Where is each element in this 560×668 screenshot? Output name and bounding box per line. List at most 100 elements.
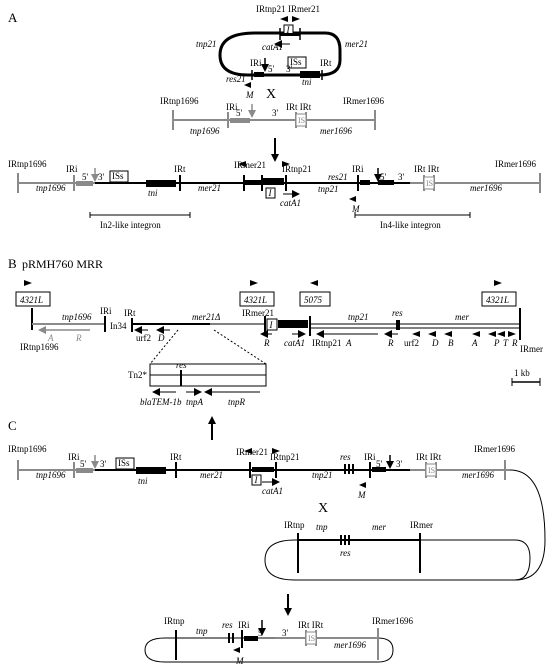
r-label-b4: R bbox=[511, 338, 518, 348]
box-4321l-3: 4321L bbox=[486, 295, 509, 305]
section-c-letter: C bbox=[8, 418, 17, 433]
in4-like-label: In4-like integron bbox=[380, 220, 441, 230]
iri-label-c: IRi bbox=[68, 452, 80, 462]
m-label-a: M bbox=[245, 90, 254, 100]
irtnp21-label-c: IRtnp21 bbox=[270, 452, 300, 462]
tni-label-a: tni bbox=[302, 77, 312, 87]
p-label-b: P bbox=[493, 338, 500, 348]
r-label-b3: R bbox=[387, 338, 394, 348]
irt-label-a3: IRt bbox=[174, 164, 186, 174]
cata1-label-a3: catA1 bbox=[280, 198, 301, 208]
section-c-tn21-circle: IRtnp IRmer tnp mer res bbox=[264, 520, 531, 581]
m-label-c2: M bbox=[235, 656, 244, 666]
mer21delta-label: mer21Δ bbox=[192, 312, 220, 322]
section-b-letter: B bbox=[8, 256, 17, 271]
tnp-label-c: tnp bbox=[316, 522, 328, 532]
irt-label-b: IRt bbox=[124, 308, 136, 318]
irtnp21-label-a: IRtnp21 bbox=[256, 4, 286, 14]
iri-label-a3: IRi bbox=[66, 164, 78, 174]
res21-label-a3: res21 bbox=[328, 172, 348, 182]
iri-label-c3: IRi bbox=[238, 620, 250, 630]
mer-label-b: mer bbox=[455, 312, 469, 322]
iss-label-a: ISs bbox=[290, 57, 302, 67]
section-a-product-linear: ISs I catA1 IS IRtnp1696 IRi 5' 3' IRt I… bbox=[8, 159, 541, 230]
three-prime-a2: 3' bbox=[272, 108, 279, 118]
cata1-label-b: catA1 bbox=[284, 338, 305, 348]
integrase-box-c: I bbox=[254, 475, 259, 485]
irmer1696-label-a3: IRmer1696 bbox=[495, 159, 536, 169]
res-label-c2: res bbox=[340, 548, 351, 558]
section-b-map: 4321L IRi In34 IRtnp1696 tnp1696 A R IRt… bbox=[15, 280, 543, 407]
is-label-a3: IS bbox=[426, 179, 433, 188]
five-prime-a2: 5' bbox=[236, 108, 243, 118]
a-label-b: A bbox=[47, 333, 54, 343]
tnp1696-label-a: tnp1696 bbox=[190, 126, 220, 136]
section-a-circular-element: I catA1 IRtnp21 IRmer21 tnp21 mer21 ISs … bbox=[196, 4, 368, 100]
res-label-c: res bbox=[340, 452, 351, 462]
irmer-label-b: IRmer bbox=[520, 344, 543, 354]
five-prime-a4: 5' bbox=[380, 172, 387, 182]
irt-irt-label-a3: IRt IRt bbox=[414, 164, 440, 174]
irmer21-label-a: IRmer21 bbox=[288, 4, 320, 14]
tnp1696-label-a3: tnp1696 bbox=[36, 183, 66, 193]
tnp21-label-b: tnp21 bbox=[348, 312, 369, 322]
irmer1696-label-a: IRmer1696 bbox=[343, 96, 384, 106]
irtnp-label-c: IRtnp bbox=[284, 520, 305, 530]
irtnp1696-label-a: IRtnp1696 bbox=[160, 96, 199, 106]
irt-label-a: IRt bbox=[320, 58, 332, 68]
in2-like-label: In2-like integron bbox=[100, 220, 161, 230]
integrase-box-a3: I bbox=[268, 188, 273, 198]
three-prime-c2: 3' bbox=[396, 459, 403, 469]
res-label-c3: res bbox=[222, 620, 233, 630]
iri-label-a: IRi bbox=[250, 58, 262, 68]
integrase-box-b: I bbox=[269, 320, 274, 330]
irt-irt-label-a: IRt IRt bbox=[286, 102, 312, 112]
five-prime-c3: 5' bbox=[258, 628, 265, 638]
irtnp1696-label-c: IRtnp1696 bbox=[8, 444, 47, 454]
iri-label-c2: IRi bbox=[364, 452, 376, 462]
three-prime-a: 3' bbox=[286, 64, 293, 74]
integrase-box-label: I bbox=[286, 25, 291, 35]
tnp1696-label-c: tnp1696 bbox=[36, 470, 66, 480]
five-prime-a: 5' bbox=[268, 64, 275, 74]
iri-label-a4: IRi bbox=[352, 164, 364, 174]
mer1696-label-a3: mer1696 bbox=[470, 183, 502, 193]
five-prime-c: 5' bbox=[80, 459, 87, 469]
tnp-label-c2: tnp bbox=[196, 626, 208, 636]
irt-label-c: IRt bbox=[170, 452, 182, 462]
res-label-b: res bbox=[392, 308, 403, 318]
section-b-title: pRMH760 MRR bbox=[22, 257, 103, 271]
mer1696-label-a: mer1696 bbox=[320, 126, 352, 136]
iss-label-a3: ISs bbox=[112, 171, 124, 181]
irmer-label-c: IRmer bbox=[410, 520, 433, 530]
cata1-label-a: catA1 bbox=[262, 42, 283, 52]
iri-label-b: IRi bbox=[100, 306, 112, 316]
iss-label-c: ISs bbox=[118, 458, 130, 468]
ir-arrow-right bbox=[292, 16, 300, 22]
tnp21-label-a3: tnp21 bbox=[318, 184, 339, 194]
irtnp21-label-a3: IRtnp21 bbox=[282, 164, 312, 174]
tnpa-label: tnpA bbox=[186, 397, 204, 407]
a-label-b3: A bbox=[471, 338, 478, 348]
ir-arrow-left bbox=[280, 16, 288, 22]
is-label-a: IS bbox=[298, 116, 305, 125]
is-label-c2: IS bbox=[308, 634, 315, 643]
irtnp21-label-b: IRtnp21 bbox=[312, 338, 342, 348]
three-prime-c: 3' bbox=[100, 459, 107, 469]
res-label-tn2: res bbox=[176, 360, 187, 370]
d-label-b: D bbox=[157, 333, 165, 343]
blatem-label: blaTEM-1b bbox=[140, 397, 182, 407]
section-a-letter: A bbox=[8, 10, 18, 25]
irmer1696-label-c: IRmer1696 bbox=[474, 444, 515, 454]
three-prime-c3: 3' bbox=[282, 628, 289, 638]
m-label-c: M bbox=[357, 490, 366, 500]
section-c-linear: ISs I catA1 IS IRtnp1696 IRi 5' 3' IRt I… bbox=[8, 444, 546, 581]
is-label-c: IS bbox=[428, 466, 435, 475]
irmer21-label-a3: IRmer21 bbox=[234, 160, 266, 170]
irtnp1696-label-a3: IRtnp1696 bbox=[8, 159, 47, 169]
r-label-b2: R bbox=[263, 338, 270, 348]
mer21-label-a3: mer21 bbox=[198, 183, 221, 193]
irmer1696-label-c2: IRmer1696 bbox=[372, 616, 413, 626]
tnp1696-label-b: tnp1696 bbox=[62, 312, 92, 322]
